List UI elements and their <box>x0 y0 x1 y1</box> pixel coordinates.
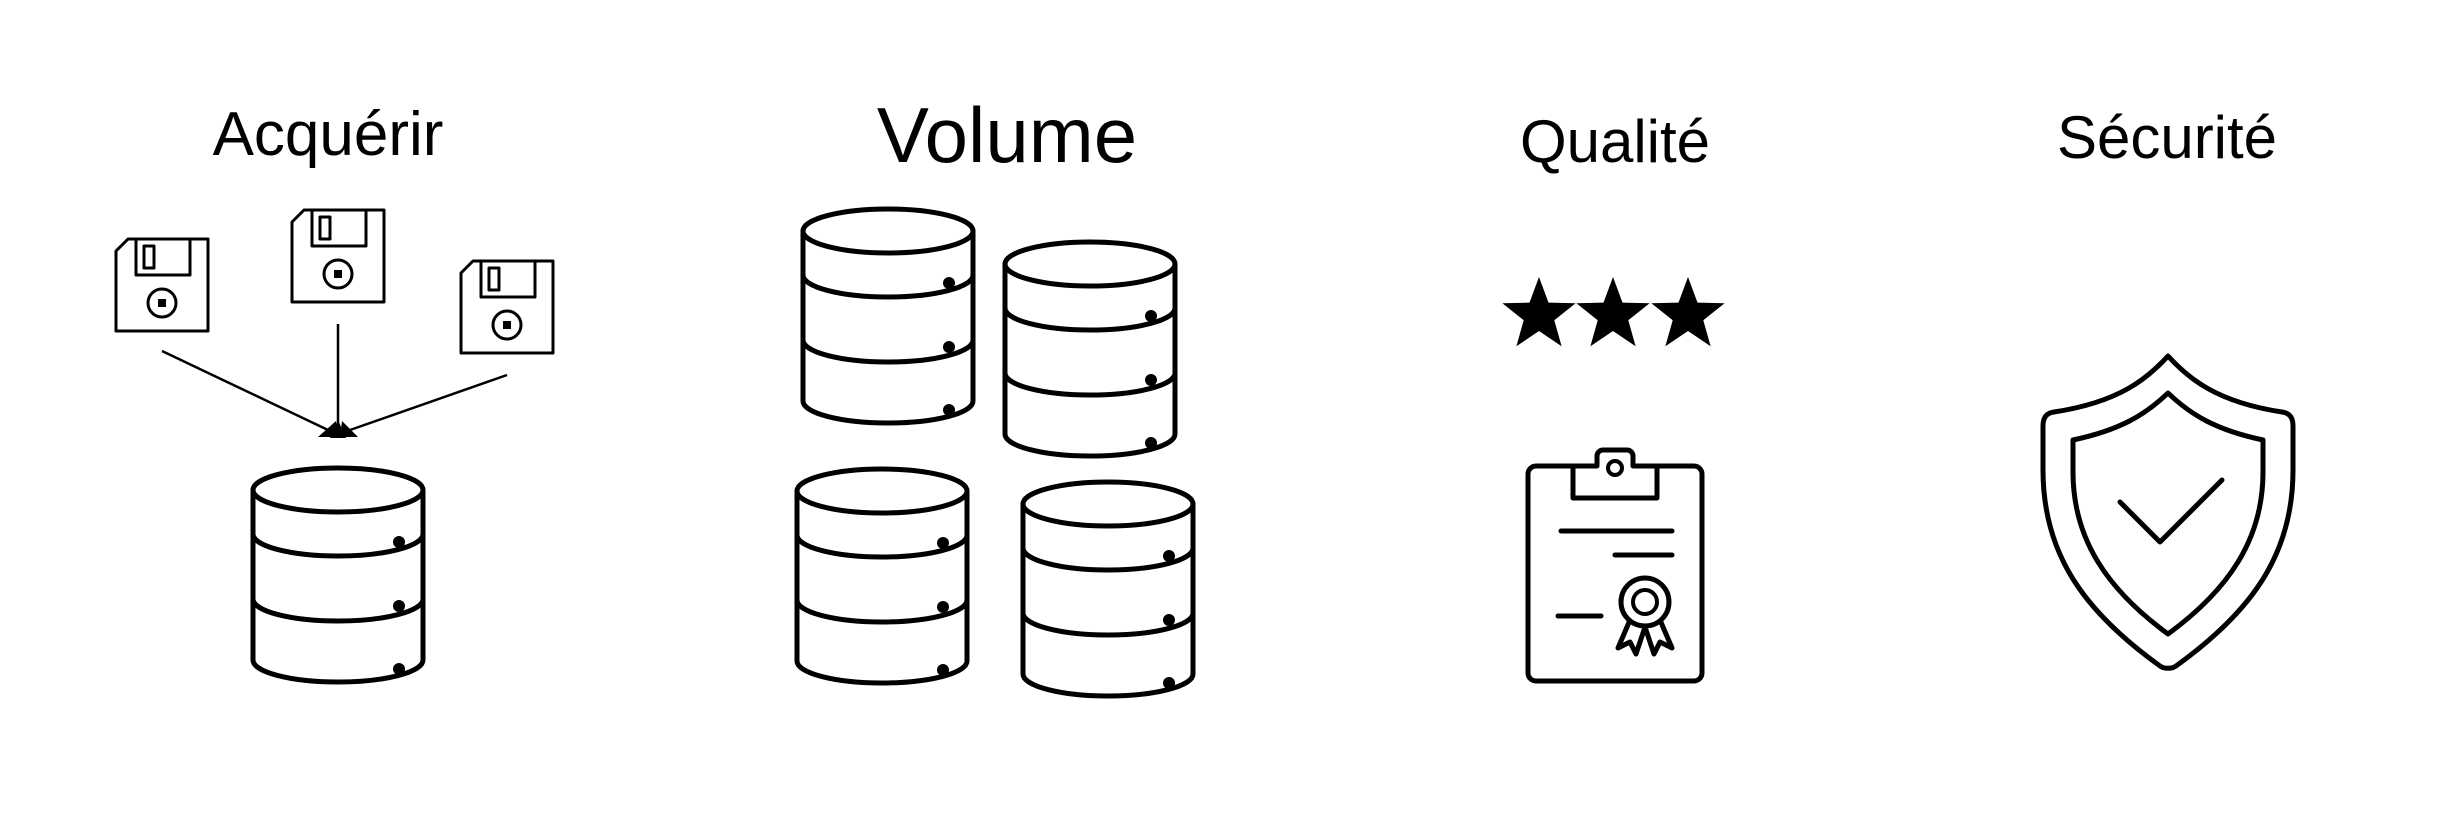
database-icon <box>253 468 423 682</box>
floppy-disk-icon <box>290 208 386 304</box>
floppy-disk-icon <box>114 237 210 333</box>
arrow-icon <box>161 324 508 438</box>
certificate-clipboard-icon <box>1525 447 1705 684</box>
title-volume: Volume <box>876 91 1138 179</box>
star-icon <box>1576 277 1650 347</box>
title-securite: Sécurité <box>2056 104 2278 171</box>
volume-group <box>797 209 1193 696</box>
database-icon <box>1023 482 1193 696</box>
title-qualite: Qualité <box>1519 108 1711 175</box>
database-icon <box>797 469 967 683</box>
shield-check-icon <box>2040 353 2296 671</box>
title-acquerir: Acquérir <box>212 100 444 169</box>
acquerir-group <box>114 208 555 682</box>
floppy-disk-icon <box>459 259 555 355</box>
database-icon <box>1005 242 1175 456</box>
database-icon <box>803 209 973 423</box>
qualite-group <box>1502 277 1725 684</box>
star-icon <box>1651 277 1725 347</box>
star-icon <box>1502 277 1576 347</box>
